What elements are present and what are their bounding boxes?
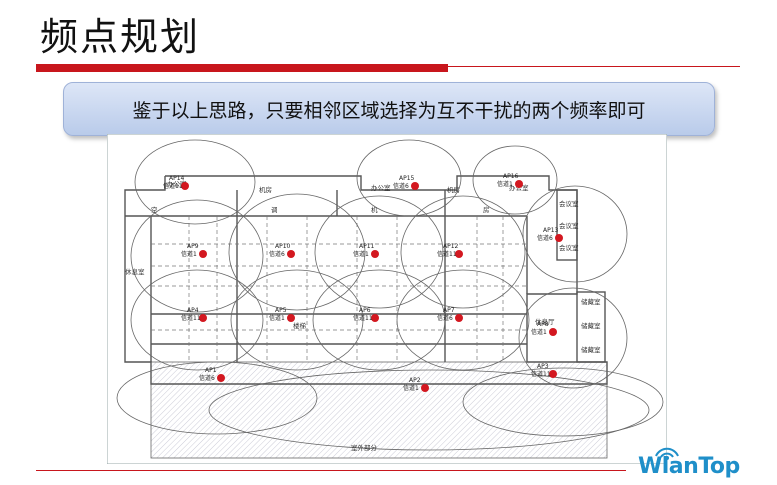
ap-name-label: AP8 bbox=[537, 321, 549, 328]
column-grid bbox=[151, 216, 527, 362]
ap-channel-label: 信道1 bbox=[531, 328, 547, 336]
summary-banner-text: 鉴于以上思路，只要相邻区域选择为互不干扰的两个频率即可 bbox=[132, 99, 646, 122]
ap-channel-label: 信道11 bbox=[181, 314, 201, 322]
ap-channel-label: 信道1 bbox=[353, 250, 369, 258]
room-label-store-1: 储藏室 bbox=[581, 297, 601, 306]
room-label-meeting-2: 会议室 bbox=[559, 221, 579, 230]
logo-text-wlan: Wlan bbox=[638, 454, 699, 479]
room-label-meeting-1: 会议室 bbox=[559, 199, 579, 208]
ap-marker bbox=[199, 314, 207, 322]
ap-name-label: AP2 bbox=[409, 377, 421, 384]
ap-name-label: AP14 bbox=[169, 175, 185, 182]
ap-marker bbox=[217, 374, 225, 382]
room-label-machine-left: 机房 bbox=[259, 185, 272, 194]
summary-banner: 鉴于以上思路，只要相邻区域选择为互不干扰的两个频率即可 bbox=[63, 82, 715, 136]
room-labels: 办公室 机房 办公室 机房 办公室 空 调 机 房 会议室 会议室 会议室 休息… bbox=[125, 179, 601, 452]
room-label-machine-right: 机房 bbox=[447, 185, 460, 194]
room-label-store-3: 储藏室 bbox=[581, 345, 601, 354]
ap-marker bbox=[371, 314, 379, 322]
room-label-stair: 楼梯 bbox=[293, 321, 307, 330]
ap-channel-label: 信道1 bbox=[181, 250, 197, 258]
room-label-store-2: 储藏室 bbox=[581, 321, 601, 330]
hall-char-2: 调 bbox=[271, 205, 278, 214]
ap-channel-label: 信道11 bbox=[437, 250, 457, 258]
ap-marker bbox=[549, 328, 557, 336]
ap-channel-label: 信道11 bbox=[353, 314, 373, 322]
ap-name-label: AP1 bbox=[205, 367, 217, 374]
ap-marker bbox=[181, 182, 189, 190]
room-label-office-mid: 办公室 bbox=[371, 183, 391, 192]
ap-marker bbox=[287, 314, 295, 322]
room-label-lounge-right: 休息厅 bbox=[535, 317, 555, 326]
floor-plan-diagram: 办公室 机房 办公室 机房 办公室 空 调 机 房 会议室 会议室 会议室 休息… bbox=[107, 134, 667, 464]
hall-char-4: 房 bbox=[483, 205, 490, 214]
ap-marker bbox=[455, 250, 463, 258]
room-label-meeting-3: 会议室 bbox=[559, 243, 579, 252]
ap-channel-label: 信道11 bbox=[531, 370, 551, 378]
ap-marker bbox=[455, 314, 463, 322]
ap-channel-label: 信道1 bbox=[269, 314, 285, 322]
ap-name-label: AP4 bbox=[187, 307, 199, 314]
ap-name-label: AP6 bbox=[359, 307, 371, 314]
ap-channel-label: 信道6 bbox=[437, 314, 453, 322]
ap-channel-label: 信道6 bbox=[269, 250, 285, 258]
ap-name-label: AP15 bbox=[399, 175, 415, 182]
ap-marker bbox=[421, 384, 429, 392]
wlantop-logo: WlanTop bbox=[638, 442, 748, 482]
ap-marker bbox=[555, 234, 563, 242]
footer-rule bbox=[36, 470, 626, 471]
ap-name-label: AP16 bbox=[503, 173, 519, 180]
ap-name-label: AP13 bbox=[543, 227, 559, 234]
outdoor-area bbox=[150, 361, 608, 459]
hall-char-1: 空 bbox=[151, 205, 158, 214]
ap-marker bbox=[411, 182, 419, 190]
title-underline-rule bbox=[448, 66, 740, 67]
ap-channel-label: 信道1 bbox=[497, 180, 513, 188]
ap-name-label: AP11 bbox=[359, 243, 375, 250]
ap-marker bbox=[549, 370, 557, 378]
wifi-icon bbox=[655, 447, 679, 460]
logo-text: WlanTop bbox=[638, 454, 740, 479]
ap-name-label: AP5 bbox=[275, 307, 287, 314]
room-label-outdoor: 室外部分 bbox=[351, 443, 378, 452]
ap-marker bbox=[199, 250, 207, 258]
ap-channel-label: 信道6 bbox=[199, 374, 215, 382]
room-label-lounge-left: 休息室 bbox=[125, 267, 145, 276]
hall-char-3: 机 bbox=[371, 205, 378, 214]
coverage-circles bbox=[116, 139, 664, 451]
title-underline-bar bbox=[36, 64, 448, 72]
building-walls bbox=[124, 175, 608, 385]
ap-marker bbox=[371, 250, 379, 258]
ap-name-label: AP3 bbox=[537, 363, 549, 370]
ap-channel-label: 信道6 bbox=[393, 182, 409, 190]
ap-name-label: AP10 bbox=[275, 243, 291, 250]
ap-channel-label: 信道1 bbox=[403, 384, 419, 392]
ap-channel-label: 信道6 bbox=[537, 234, 553, 242]
logo-text-top: Top bbox=[698, 454, 740, 479]
access-point-layer: AP14信道11AP15信道6AP16信道1AP9信道1AP10信道6AP11信… bbox=[163, 173, 563, 392]
ap-name-label: AP9 bbox=[187, 243, 199, 250]
ap-marker bbox=[515, 180, 523, 188]
page-title: 频点规划 bbox=[40, 15, 201, 59]
ap-name-label: AP7 bbox=[443, 307, 455, 314]
room-label-office-left: 办公室 bbox=[167, 179, 187, 188]
ap-name-label: AP12 bbox=[443, 243, 459, 250]
ap-marker bbox=[287, 250, 295, 258]
ap-channel-label: 信道11 bbox=[163, 182, 183, 190]
